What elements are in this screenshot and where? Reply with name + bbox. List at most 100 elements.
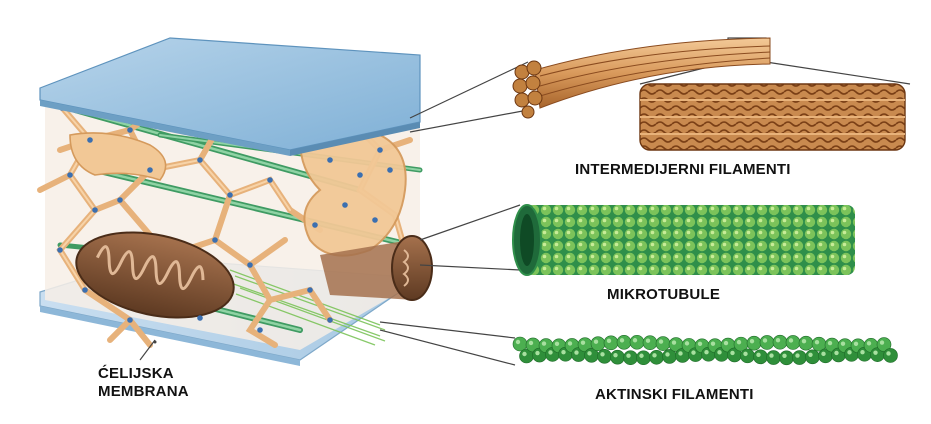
cell-membrane-label-line2: MEMBRANA bbox=[98, 383, 189, 400]
actin-monomer bbox=[746, 335, 762, 351]
intermediate-filament-magnified bbox=[639, 83, 906, 151]
actin-monomer-highlight bbox=[678, 351, 683, 356]
actin-monomer bbox=[642, 335, 658, 351]
actin-monomer-highlight bbox=[801, 338, 807, 344]
actin-monomer-highlight bbox=[535, 350, 540, 356]
actin-monomer-highlight bbox=[561, 350, 566, 355]
intermediate-filament-rope-end bbox=[512, 60, 543, 119]
actin-monomer bbox=[792, 350, 807, 365]
actin-monomer bbox=[883, 348, 898, 363]
actin-monomer-highlight bbox=[704, 350, 709, 355]
actin-monomer bbox=[772, 334, 788, 350]
bottom-membrane-edge bbox=[40, 306, 300, 366]
actin-monomer-highlight bbox=[574, 350, 579, 355]
actin-monomer-highlight bbox=[632, 338, 638, 343]
actin-monomer-highlight bbox=[762, 338, 768, 343]
actin-monomer-highlight bbox=[782, 353, 787, 358]
actin-monomer-highlight bbox=[795, 353, 800, 358]
actin-monomer-highlight bbox=[847, 350, 852, 355]
leader-lines bbox=[139, 37, 911, 366]
actin-monomer-highlight bbox=[769, 353, 774, 358]
actin-monomer-highlight bbox=[788, 338, 794, 343]
actin-monomer bbox=[785, 335, 801, 350]
actin-monomer bbox=[759, 335, 775, 350]
actin-monomer-highlight bbox=[743, 351, 748, 357]
cell-membrane-label-line1: ĆELIJSKA bbox=[98, 365, 174, 382]
actin-monomer-highlight bbox=[730, 350, 735, 356]
actin-monomer bbox=[655, 336, 671, 351]
top-membrane-edge bbox=[40, 100, 290, 156]
actin-monomer-highlight bbox=[528, 340, 534, 346]
actin-monomer-highlight bbox=[652, 353, 657, 358]
actin-monomer-highlight bbox=[522, 351, 527, 357]
actin-monomer-highlight bbox=[853, 341, 859, 346]
actin-monomer-highlight bbox=[808, 352, 813, 358]
actin-monomer bbox=[610, 349, 625, 365]
actin-monomer-highlight bbox=[593, 339, 599, 344]
actin-monomer bbox=[805, 349, 820, 365]
actin-monomer-highlight bbox=[639, 353, 644, 358]
actin-monomer-highlight bbox=[613, 352, 618, 358]
top-membrane-side bbox=[290, 122, 420, 156]
actin-monomer-highlight bbox=[645, 338, 651, 343]
actin-monomer-highlight bbox=[619, 338, 625, 343]
actin-monomer bbox=[616, 334, 632, 350]
actin-monomer-highlight bbox=[541, 341, 547, 346]
actin-monomer-highlight bbox=[860, 350, 865, 355]
actin-monomer-highlight bbox=[756, 352, 761, 358]
actin-monomer bbox=[766, 350, 781, 365]
actin-monomer-highlight bbox=[775, 338, 781, 343]
cell-block bbox=[37, 37, 433, 366]
actin-monomer bbox=[798, 335, 814, 351]
actin-filament bbox=[512, 334, 898, 366]
mitochondrion-small bbox=[320, 235, 433, 301]
actin-monomer-highlight bbox=[717, 350, 722, 355]
actin-monomer bbox=[740, 348, 755, 364]
actin-monomer-highlight bbox=[886, 351, 891, 356]
actin-monomer-highlight bbox=[665, 352, 670, 357]
actin-monomer-highlight bbox=[749, 338, 755, 344]
actin-monomer bbox=[636, 350, 651, 366]
actin-monomer-highlight bbox=[567, 341, 573, 346]
actin-monomer bbox=[753, 349, 768, 365]
actin-monomer-highlight bbox=[554, 341, 560, 346]
actin-monomer-highlight bbox=[587, 351, 592, 356]
intermediate-filament-rope bbox=[512, 37, 771, 119]
actin-monomer-highlight bbox=[600, 352, 605, 357]
microtubule-cylinder bbox=[512, 204, 855, 276]
mitochondrion bbox=[75, 231, 235, 319]
actin-monomer bbox=[603, 335, 619, 351]
actin-monomer-highlight bbox=[873, 350, 878, 355]
actin-monomer bbox=[649, 349, 664, 365]
actin-monomer-highlight bbox=[580, 340, 586, 345]
actin-monomer-highlight bbox=[736, 339, 742, 345]
endoplasmic-reticulum-fold bbox=[69, 132, 167, 181]
cell-membrane-pointer bbox=[153, 340, 157, 344]
actin-monomer bbox=[623, 350, 638, 366]
actin-monomer-highlight bbox=[697, 341, 703, 346]
actin-monomer-highlight bbox=[814, 339, 820, 345]
cell-actin-bundle bbox=[227, 269, 386, 346]
actin-monomer-highlight bbox=[671, 340, 677, 345]
microtubules-label: MIKROTUBULE bbox=[607, 286, 721, 303]
actin-monomer-highlight bbox=[684, 341, 690, 346]
actin-monomer-highlight bbox=[658, 339, 664, 344]
intermediate-filaments-label: INTERMEDIJERNI FILAMENTI bbox=[575, 161, 791, 178]
actin-monomer-highlight bbox=[866, 341, 872, 346]
actin-monomer bbox=[629, 334, 645, 350]
actin-monomer-highlight bbox=[691, 350, 696, 355]
cell-membrane-label: ĆELIJSKA MEMBRANA bbox=[98, 365, 189, 401]
actin-monomer-highlight bbox=[548, 350, 553, 355]
actin-monomer-highlight bbox=[710, 341, 716, 346]
actin-monomer-highlight bbox=[723, 340, 729, 346]
actin-monomer bbox=[597, 348, 612, 364]
actin-monomer-highlight bbox=[821, 351, 826, 357]
actin-filaments-label: AKTINSKI FILAMENTI bbox=[595, 386, 754, 403]
actin-monomer-highlight bbox=[840, 341, 846, 346]
actin-monomer-highlight bbox=[626, 353, 631, 358]
actin-monomer bbox=[590, 336, 606, 352]
actin-monomer bbox=[779, 350, 794, 366]
actin-monomer-highlight bbox=[827, 340, 833, 346]
actin-monomer-highlight bbox=[879, 340, 885, 345]
